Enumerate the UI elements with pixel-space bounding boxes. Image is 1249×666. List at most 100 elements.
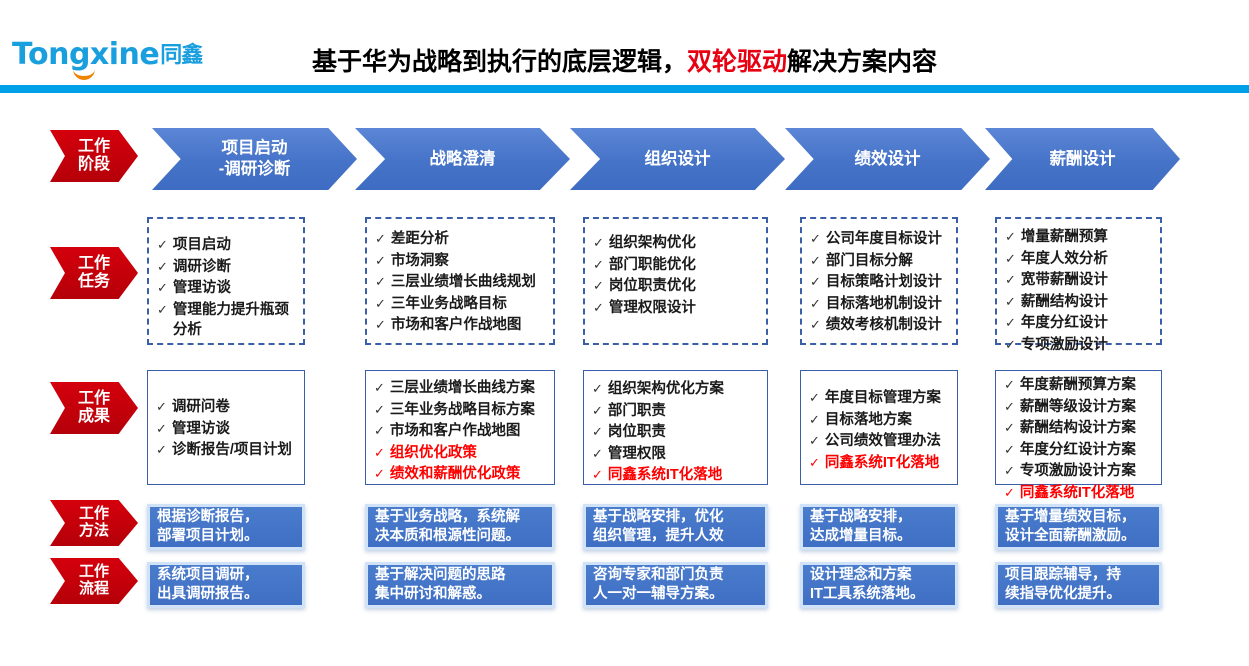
stage-chevron-3[interactable]: 组织设计 (570, 128, 785, 190)
list-item: ✓组织架构优化 (593, 233, 760, 254)
processes-line2: 人一对一辅导方案。 (593, 586, 724, 602)
list-item: ✓同鑫系统IT化落地 (1004, 483, 1155, 504)
list-item: ✓薪酬结构设计方案 (1004, 418, 1155, 439)
list-container: ✓项目启动✓调研诊断✓管理访谈✓管理能力提升瓶颈分析 (149, 219, 303, 341)
list-item-label: 薪酬等级设计方案 (1019, 398, 1136, 415)
result-box-col-2[interactable]: ✓三层业绩增长曲线方案✓三年业务战略目标方案✓市场和客户作战地图✓组织优化政策✓… (365, 370, 555, 485)
list-item: ✓组织架构优化方案 (592, 379, 761, 400)
result-box-col-1[interactable]: ✓调研问卷✓管理访谈✓诊断报告/项目计划 (147, 370, 305, 485)
result-box-col-4[interactable]: ✓年度目标管理方案✓目标落地方案✓公司绩效管理办法✓同鑫系统IT化落地 (800, 370, 958, 485)
list-container: ✓年度目标管理方案✓目标落地方案✓公司绩效管理办法✓同鑫系统IT化落地 (801, 371, 957, 473)
stage-chevron-4[interactable]: 绩效设计 (785, 128, 990, 190)
methods-box-col-2[interactable]: 基于业务战略，系统解决本质和根源性问题。 (365, 504, 555, 550)
list-item-label: 薪酬结构设计方案 (1019, 420, 1136, 437)
list-item-label: 目标落地方案 (824, 411, 912, 428)
list-item: ✓岗位职责 (592, 422, 761, 443)
list-item: ✓专项激励设计方案 (1004, 461, 1155, 482)
methods-line2: 组织管理，提升人效 (593, 528, 724, 544)
list-item-label: 专项激励设计 (1020, 336, 1108, 353)
list-item: ✓岗位职责优化 (593, 276, 760, 297)
check-icon: ✓ (810, 252, 821, 268)
check-icon: ✓ (157, 258, 168, 274)
task-box-col-3[interactable]: ✓组织架构优化✓部门职能优化✓岗位职责优化✓管理权限设计 (583, 217, 768, 345)
list-container: ✓增量薪酬预算✓年度人效分析✓宽带薪酬设计✓薪酬结构设计✓年度分红设计✓专项激励… (997, 219, 1160, 355)
list-item: ✓三层业绩增长曲线规划 (375, 272, 547, 293)
list-item: ✓年度薪酬预算方案 (1004, 375, 1155, 396)
list-item-label: 绩效和薪酬优化政策 (389, 466, 521, 483)
result-box-col-3[interactable]: ✓组织架构优化方案✓部门职责✓岗位职责✓管理权限✓同鑫系统IT化落地 (583, 370, 768, 485)
list-item-label: 年度分红设计 (1020, 315, 1108, 332)
check-icon: ✓ (157, 237, 168, 252)
list-item: ✓目标策略计划设计 (810, 272, 950, 293)
list-item: ✓专项激励设计 (1005, 335, 1154, 356)
list-item: ✓管理能力提升瓶颈分析 (157, 300, 297, 341)
list-item: ✓管理权限设计 (593, 298, 760, 319)
check-icon: ✓ (157, 280, 168, 296)
methods-box-col-5[interactable]: 基于增量绩效目标，设计全面薪酬激励。 (995, 504, 1162, 550)
stage-label-line1: 战略澄清 (429, 149, 496, 168)
list-item-label: 三层业绩增长曲线方案 (389, 380, 535, 396)
list-item: ✓年度分红设计 (1005, 313, 1154, 334)
list-item: ✓公司年度目标设计 (810, 229, 950, 250)
check-icon: ✓ (1004, 463, 1015, 479)
check-icon: ✓ (809, 433, 820, 449)
row-label-line1: 工作 (77, 138, 110, 156)
check-icon: ✓ (1004, 377, 1015, 392)
list-container: ✓差距分析✓市场洞察✓三层业绩增长曲线规划✓三年业务战略目标✓市场和客户作战地图 (367, 219, 553, 336)
check-icon: ✓ (156, 442, 167, 458)
list-item-label: 公司年度目标设计 (825, 231, 942, 247)
list-item-label: 部门职责 (607, 402, 666, 419)
task-box-col-5[interactable]: ✓增量薪酬预算✓年度人效分析✓宽带薪酬设计✓薪酬结构设计✓年度分红设计✓专项激励… (995, 217, 1162, 353)
list-item: ✓宽带薪酬设计 (1005, 270, 1154, 291)
processes-line1: 项目跟踪辅导，持 (1005, 567, 1121, 584)
processes-box-col-3[interactable]: 咨询专家和部门负责人一对一辅导方案。 (583, 562, 768, 608)
stage-chevron-5[interactable]: 薪酬设计 (985, 128, 1180, 190)
list-item-label: 市场洞察 (390, 252, 449, 269)
list-item-label: 三层业绩增长曲线规划 (390, 274, 536, 291)
list-item-label: 市场和客户作战地图 (390, 317, 522, 334)
methods-line1: 基于业务战略，系统解 (375, 509, 520, 526)
task-box-col-2[interactable]: ✓差距分析✓市场洞察✓三层业绩增长曲线规划✓三年业务战略目标✓市场和客户作战地图 (365, 217, 555, 345)
methods-box-col-3[interactable]: 基于战略安排，优化组织管理，提升人效 (583, 504, 768, 550)
list-item-label: 组织架构优化方案 (607, 381, 724, 397)
title-part-1: 基于华为战略到执行的底层逻辑， (311, 48, 687, 76)
framework-diagram: 工作阶段工作任务工作成果工作方法工作流程项目启动-调研诊断战略澄清组织设计绩效设… (0, 92, 1249, 666)
list-container: ✓公司年度目标设计✓部门目标分解✓目标策略计划设计✓目标落地机制设计✓绩效考核机… (802, 219, 956, 336)
list-item-label: 同鑫系统IT化落地 (824, 454, 940, 471)
methods-box-col-4[interactable]: 基于战略安排，达成增量目标。 (800, 504, 958, 550)
row-label-line1: 工作 (78, 563, 109, 581)
check-icon: ✓ (810, 317, 821, 333)
check-icon: ✓ (156, 420, 167, 436)
methods-line1: 基于战略安排， (810, 509, 912, 526)
check-icon: ✓ (1005, 229, 1016, 244)
task-box-col-4[interactable]: ✓公司年度目标设计✓部门目标分解✓目标策略计划设计✓目标落地机制设计✓绩效考核机… (800, 217, 958, 345)
list-item-label: 增量薪酬预算 (1020, 229, 1108, 245)
result-box-col-5[interactable]: ✓年度薪酬预算方案✓薪酬等级设计方案✓薪酬结构设计方案✓年度分红设计方案✓专项激… (995, 370, 1162, 501)
list-item: ✓ 增量薪酬预算 (1005, 227, 1154, 248)
processes-box-col-1[interactable]: 系统项目调研，出具调研报告。 (147, 562, 305, 608)
list-item: ✓目标落地机制设计 (810, 294, 950, 315)
header-accent-bar (0, 85, 1249, 93)
processes-line2: 集中研讨和解惑。 (375, 586, 491, 602)
task-box-col-1[interactable]: ✓项目启动✓调研诊断✓管理访谈✓管理能力提升瓶颈分析 (147, 217, 305, 345)
check-icon: ✓ (592, 467, 603, 483)
stage-chevron-1[interactable]: 项目启动-调研诊断 (152, 128, 357, 190)
processes-box-col-5[interactable]: 项目跟踪辅导，持续指导优化提升。 (995, 562, 1162, 608)
processes-box-col-2[interactable]: 基于解决问题的思路集中研讨和解惑。 (365, 562, 555, 608)
list-item-label: 管理访谈 (172, 280, 231, 297)
processes-line2: IT工具系统落地。 (810, 586, 925, 602)
list-container: ✓组织架构优化方案✓部门职责✓岗位职责✓管理权限✓同鑫系统IT化落地 (584, 371, 767, 486)
methods-line1: 根据诊断报告， (157, 509, 259, 526)
list-item-label: 宽带薪酬设计 (1020, 272, 1108, 289)
check-icon: ✓ (1005, 336, 1016, 352)
methods-box-col-1[interactable]: 根据诊断报告， 部署项目计划。 (147, 504, 305, 550)
stage-chevron-2[interactable]: 战略澄清 (355, 128, 570, 190)
check-icon: ✓ (1005, 272, 1016, 288)
list-item: ✓管理访谈 (157, 278, 297, 299)
check-icon: ✓ (374, 401, 385, 417)
methods-line2: 部署项目计划。 (157, 528, 259, 544)
check-icon: ✓ (809, 390, 820, 405)
title-part-2: 解决方案内容 (787, 48, 938, 76)
list-item-label: 公司绩效管理办法 (824, 433, 941, 450)
